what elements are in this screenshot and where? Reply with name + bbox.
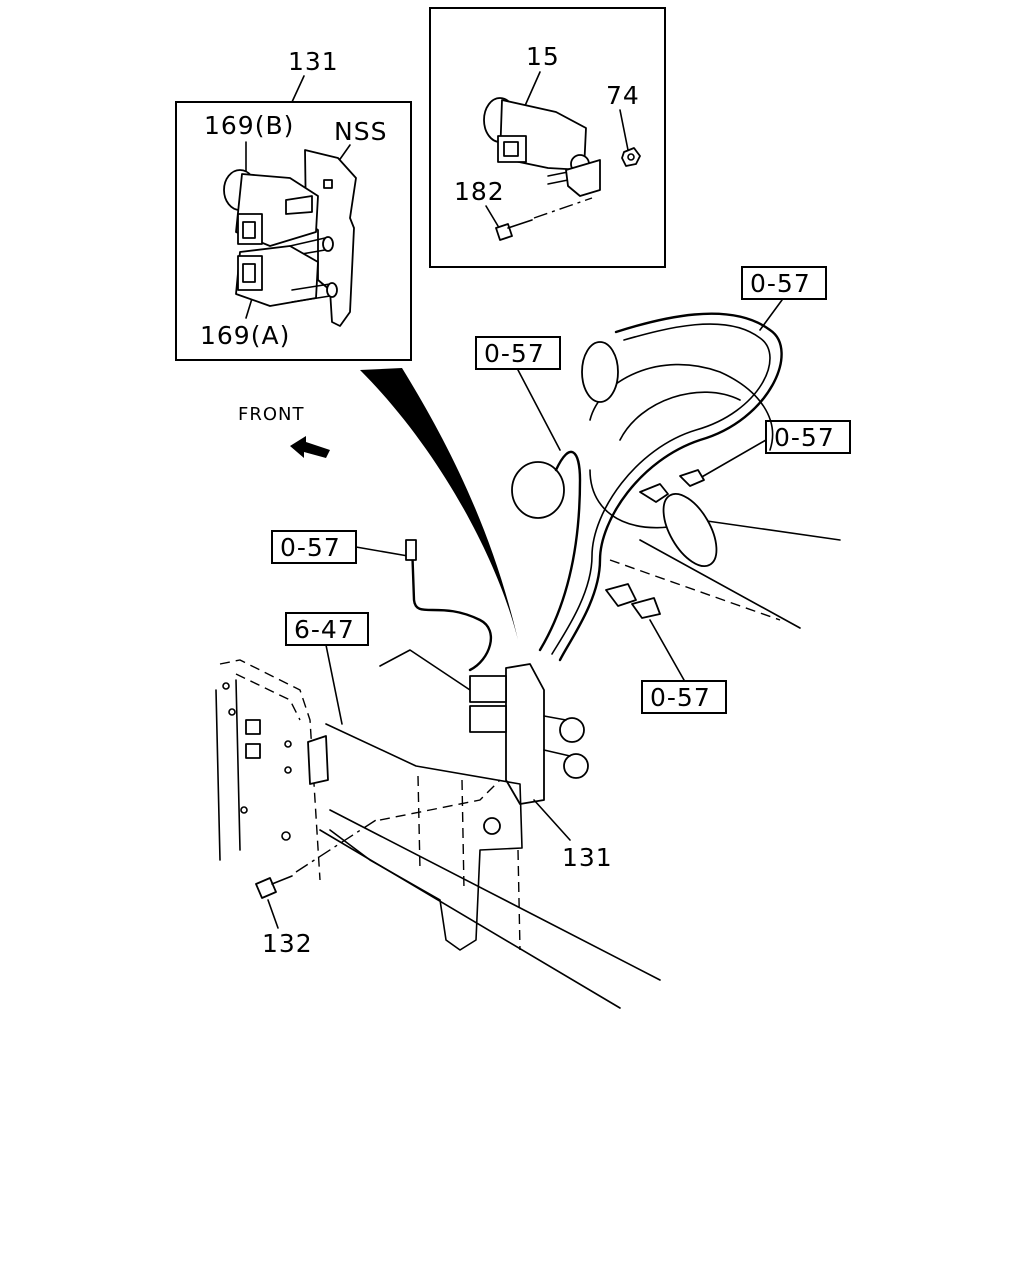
label-169b[interactable]: 169(B) bbox=[204, 111, 294, 140]
rail-top bbox=[329, 809, 661, 981]
valve-169a-nozzle bbox=[291, 283, 331, 303]
exhaust-pipe-top bbox=[589, 469, 841, 541]
inset-15-frame bbox=[429, 7, 666, 268]
bolt-182-head bbox=[495, 223, 513, 241]
vacuum-hose-main-inner bbox=[551, 323, 771, 655]
label-182[interactable]: 182 bbox=[454, 177, 505, 206]
label-132[interactable]: 132 bbox=[262, 929, 313, 958]
leader-057-b bbox=[517, 369, 561, 451]
leader-057-c bbox=[699, 439, 767, 479]
hose-clips-upper bbox=[639, 469, 705, 503]
label-131-bottom[interactable]: 131 bbox=[562, 843, 613, 872]
cross-member-plate bbox=[325, 723, 523, 951]
leader-131-bottom bbox=[533, 799, 571, 841]
ref-057-a-label: 0-57 bbox=[750, 269, 811, 298]
rail-bottom bbox=[319, 829, 621, 1009]
ref-box-647[interactable]: 6-47 bbox=[285, 612, 369, 646]
inset-131-frame bbox=[175, 101, 412, 361]
label-131-top[interactable]: 131 bbox=[288, 47, 339, 76]
valve-connector-upper bbox=[559, 717, 585, 743]
valve-15-nozzle bbox=[547, 171, 569, 185]
nut-74-hole bbox=[627, 153, 635, 161]
mount-hidden-line bbox=[379, 779, 501, 821]
vacuum-hose-canister bbox=[538, 450, 582, 652]
label-nss[interactable]: NSS bbox=[334, 117, 387, 146]
bolt-132-axis bbox=[295, 819, 377, 873]
bracket-hole bbox=[323, 179, 333, 189]
valve-169b-port bbox=[322, 236, 334, 252]
exhaust-pipe-bottom bbox=[639, 539, 801, 629]
frame-slot-1 bbox=[245, 719, 261, 735]
front-arrow-icon bbox=[290, 436, 330, 458]
nut-74 bbox=[621, 147, 641, 167]
ref-057-c-label: 0-57 bbox=[774, 423, 835, 452]
valve-upper bbox=[469, 675, 507, 703]
assembly-131-mounted bbox=[469, 663, 589, 805]
ref-box-057-a[interactable]: 0-57 bbox=[741, 266, 827, 300]
pipe-clamp-ring bbox=[662, 493, 718, 567]
ref-box-057-d[interactable]: 0-57 bbox=[271, 530, 357, 564]
exhaust-assembly bbox=[511, 312, 841, 662]
valve-connector-lower bbox=[563, 753, 589, 779]
label-15[interactable]: 15 bbox=[526, 42, 560, 71]
leader-057-d bbox=[355, 546, 409, 557]
leader-182 bbox=[485, 205, 499, 227]
cross-member-hole bbox=[483, 817, 501, 835]
bolt-132-head bbox=[255, 877, 277, 899]
leader-132 bbox=[267, 899, 279, 929]
valve-169a-port bbox=[326, 282, 338, 298]
valve-connector-stems bbox=[543, 715, 571, 757]
valve-169b-socket bbox=[242, 221, 256, 239]
label-169a[interactable]: 169(A) bbox=[200, 321, 290, 350]
bolt-132-shank bbox=[271, 875, 293, 885]
valve-169a-socket bbox=[242, 263, 256, 283]
detail-pointer bbox=[360, 368, 518, 640]
inset-15-detail: 15 74 182 bbox=[429, 7, 666, 268]
valve-169b-top bbox=[285, 195, 313, 215]
label-74[interactable]: 74 bbox=[606, 81, 640, 110]
valve-15-bracket bbox=[565, 159, 601, 197]
leader-057-e bbox=[649, 619, 685, 681]
ref-box-057-e[interactable]: 0-57 bbox=[641, 680, 727, 714]
bolt-132 bbox=[255, 819, 377, 899]
inset-131-detail: 131 169(B) NSS 169(A) bbox=[175, 47, 412, 361]
vacuum-hose-left bbox=[410, 542, 492, 672]
ref-057-e-label: 0-57 bbox=[650, 683, 711, 712]
hose-end-cap bbox=[405, 539, 417, 561]
frame-slot-2 bbox=[245, 743, 261, 759]
leader-131-top bbox=[291, 75, 305, 103]
frame-outline-dashed bbox=[219, 659, 321, 881]
ref-057-d-label: 0-57 bbox=[280, 533, 341, 562]
leader-74 bbox=[619, 109, 629, 151]
hose-clips-lower bbox=[605, 583, 661, 619]
ref-057-b-label: 0-57 bbox=[484, 339, 545, 368]
leader-15 bbox=[523, 71, 541, 109]
vacuum-canister bbox=[511, 461, 565, 519]
valve-lower bbox=[469, 705, 507, 733]
ref-647-label: 6-47 bbox=[294, 615, 355, 644]
actuator-left bbox=[581, 341, 619, 403]
ref-box-057-b[interactable]: 0-57 bbox=[475, 336, 561, 370]
valve-15-socket bbox=[503, 141, 519, 157]
exhaust-centerline bbox=[609, 559, 781, 621]
ref-box-057-c[interactable]: 0-57 bbox=[765, 420, 851, 454]
frame-bracket-small bbox=[307, 735, 329, 785]
chassis-frame bbox=[215, 659, 661, 1009]
bolt-182-axis bbox=[533, 197, 593, 219]
bolt-182-shank bbox=[507, 219, 533, 229]
frame-side-rails bbox=[215, 679, 241, 861]
hidden-edges bbox=[417, 775, 521, 951]
vacuum-hose-left-lower bbox=[379, 649, 471, 691]
leader-647 bbox=[325, 644, 343, 725]
mount-bracket bbox=[505, 663, 545, 805]
exhaust-housing-inner bbox=[619, 391, 741, 441]
frame-nut bbox=[281, 831, 291, 841]
front-label[interactable]: FRONT bbox=[238, 404, 305, 425]
vacuum-hose-main bbox=[558, 312, 783, 662]
